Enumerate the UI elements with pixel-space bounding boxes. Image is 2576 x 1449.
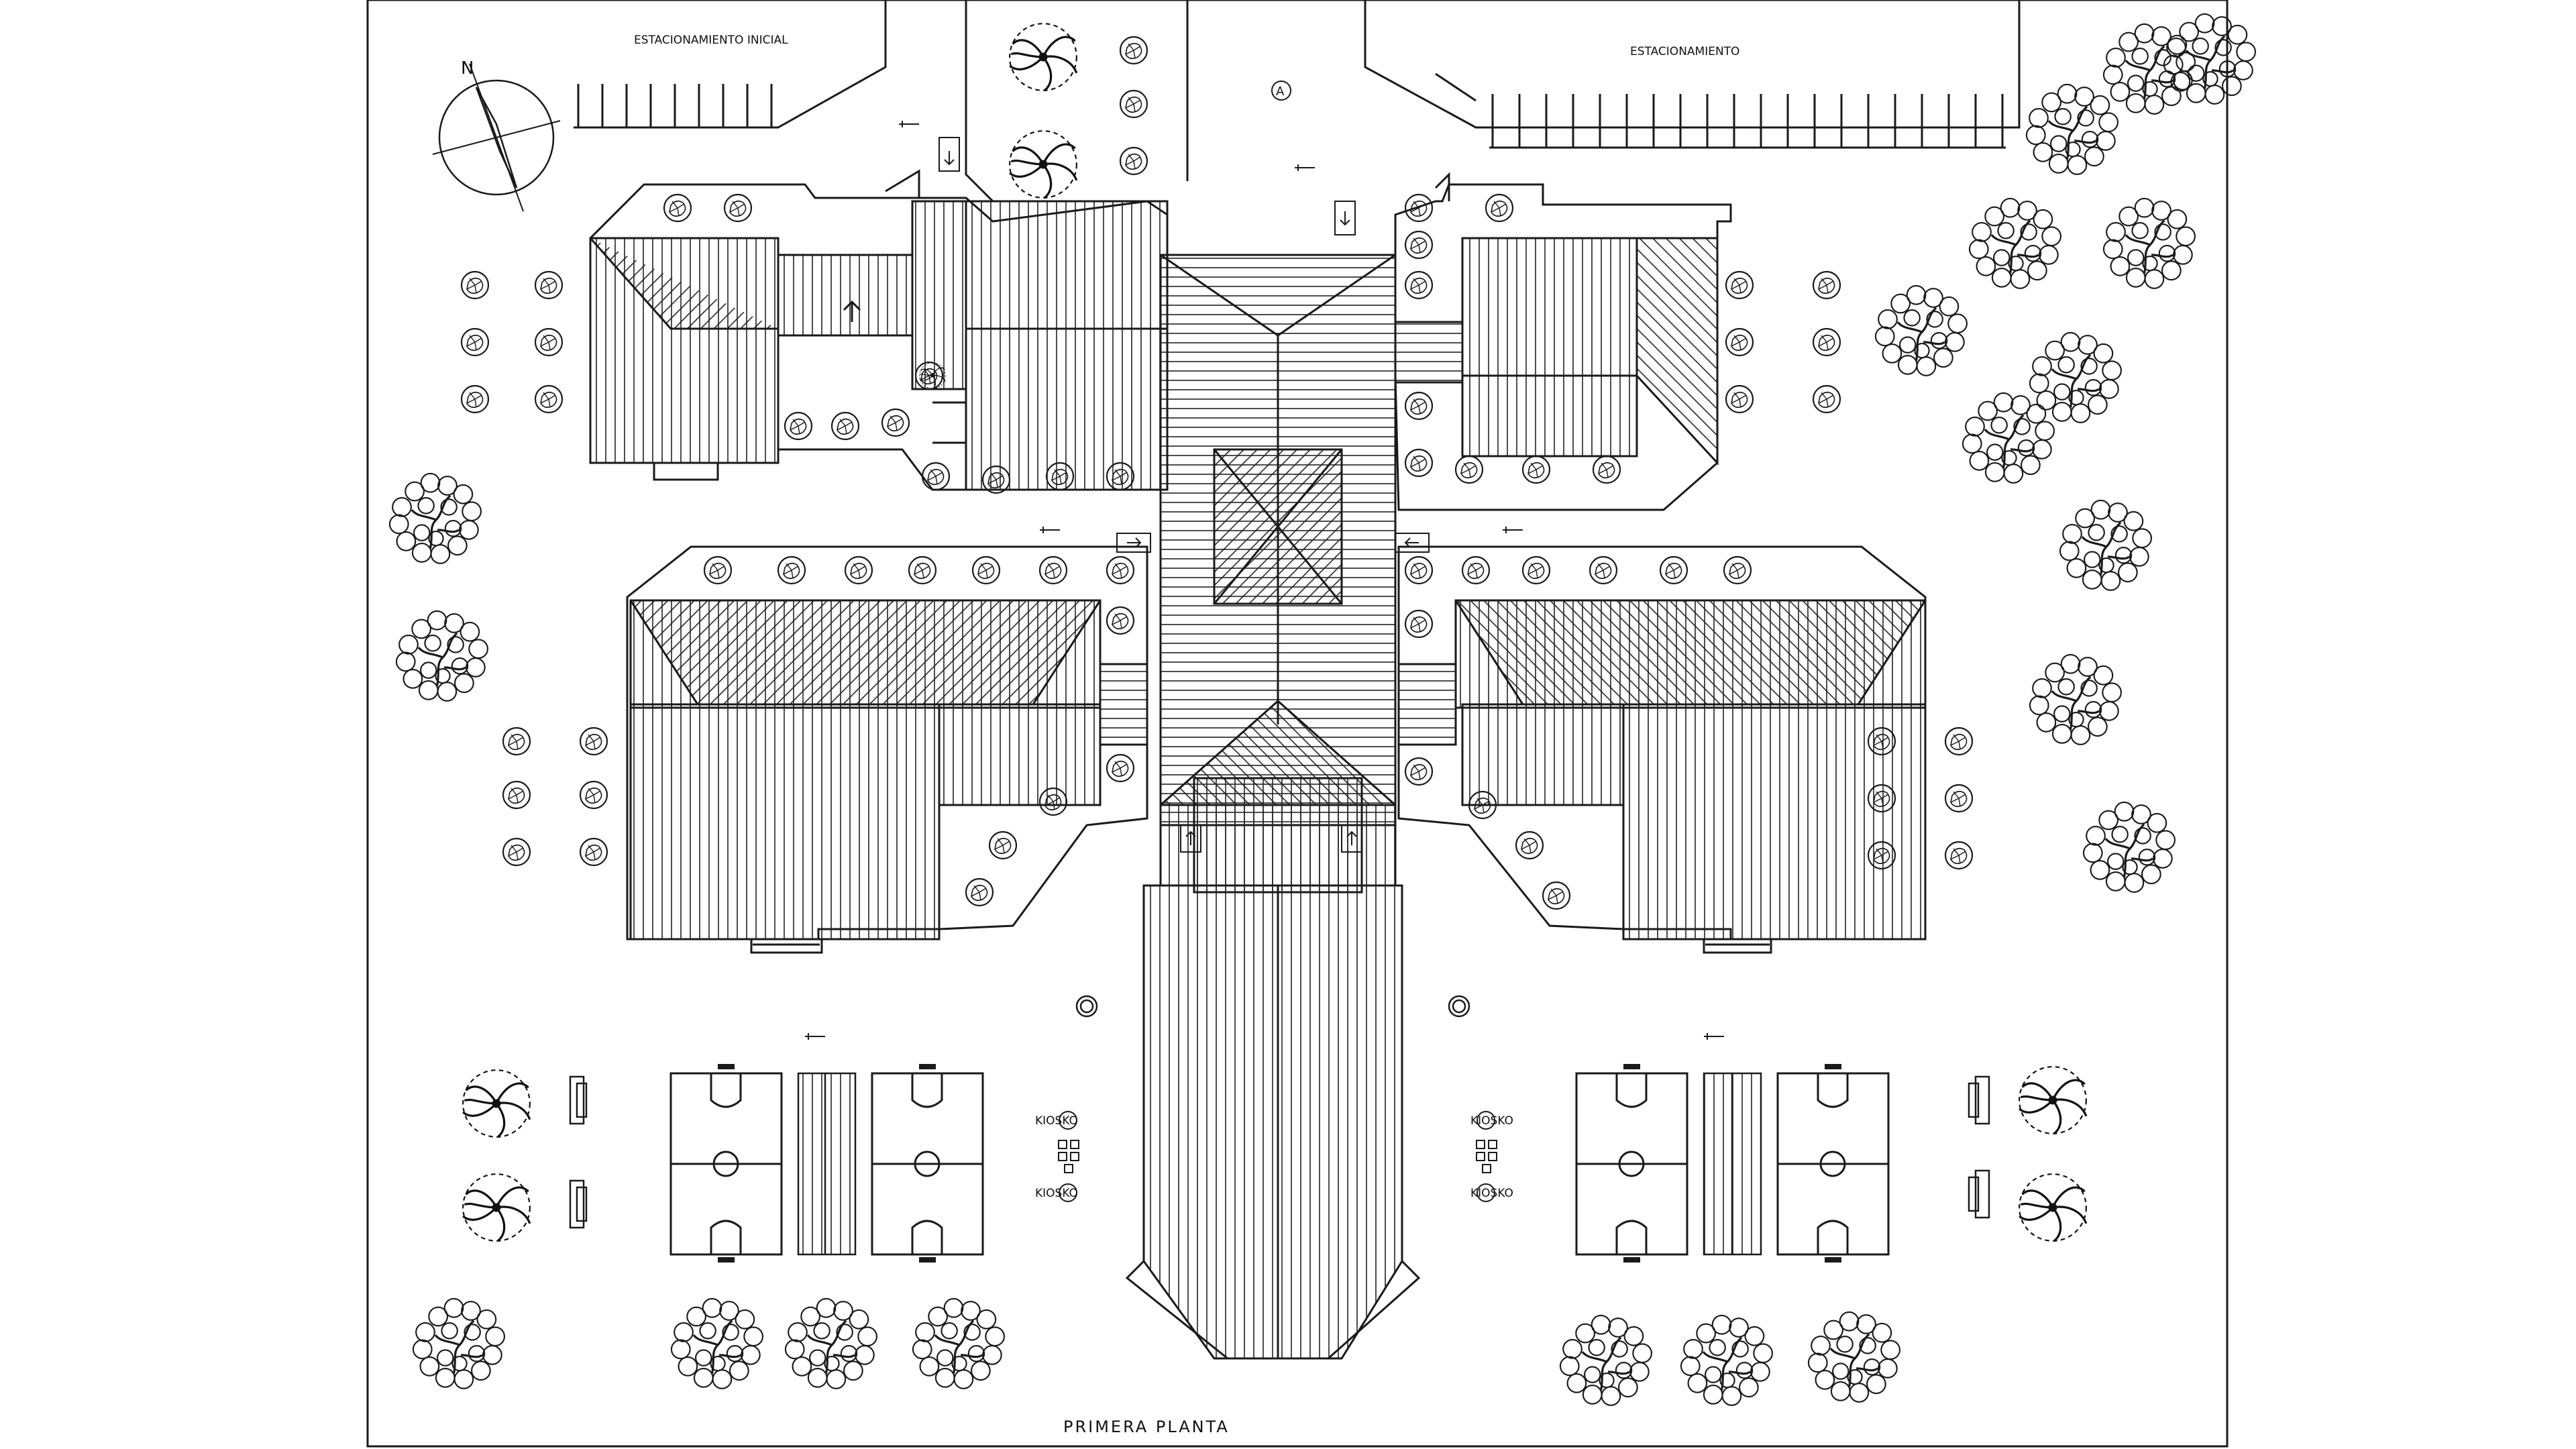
north-label: N xyxy=(461,58,474,78)
sports-court-left-2 xyxy=(871,1064,984,1263)
north-arrow-icon xyxy=(432,63,561,212)
stair-arrows xyxy=(938,137,1430,853)
top-access-lines xyxy=(574,0,2021,203)
axis-marker-label: A xyxy=(1276,85,1285,99)
kiosk-left-label-2: KIOSKO xyxy=(1035,1187,1078,1200)
main-hall-roof xyxy=(1125,884,1421,1360)
drawing-frame xyxy=(366,0,2229,1448)
kiosk-left xyxy=(1058,1111,1079,1202)
kiosk-right-label-1: KIOSKO xyxy=(1470,1114,1513,1128)
bleachers-right xyxy=(1703,1072,1762,1256)
central-entry-block xyxy=(1193,777,1363,894)
axis-marker-circle xyxy=(1271,80,1291,101)
floor-title: PRIMERA PLANTA xyxy=(1063,1417,1230,1436)
sports-court-right-1 xyxy=(1575,1064,1688,1263)
lower-left-wing xyxy=(626,545,1148,954)
bleachers-left xyxy=(797,1072,857,1256)
parking-initial-label: ESTACIONAMIENTO INICIAL xyxy=(634,34,788,47)
lower-right-wing xyxy=(1397,545,1927,954)
lamp-posts xyxy=(1075,995,1470,1018)
benches xyxy=(569,1075,1990,1229)
sports-court-left-1 xyxy=(669,1064,783,1263)
parking-initial-stalls xyxy=(577,84,778,129)
kiosk-left-label-1: KIOSKO xyxy=(1035,1114,1078,1128)
upper-left-wing xyxy=(589,169,1169,491)
upper-right-wing xyxy=(1394,172,1732,511)
parking-stalls xyxy=(1489,94,2006,149)
parking-label: ESTACIONAMIENTO xyxy=(1630,45,1739,58)
kiosk-right xyxy=(1476,1111,1497,1202)
kiosk-right-label-2: KIOSKO xyxy=(1470,1187,1513,1200)
level-markers xyxy=(805,121,1724,1040)
sports-court-right-2 xyxy=(1776,1064,1890,1263)
